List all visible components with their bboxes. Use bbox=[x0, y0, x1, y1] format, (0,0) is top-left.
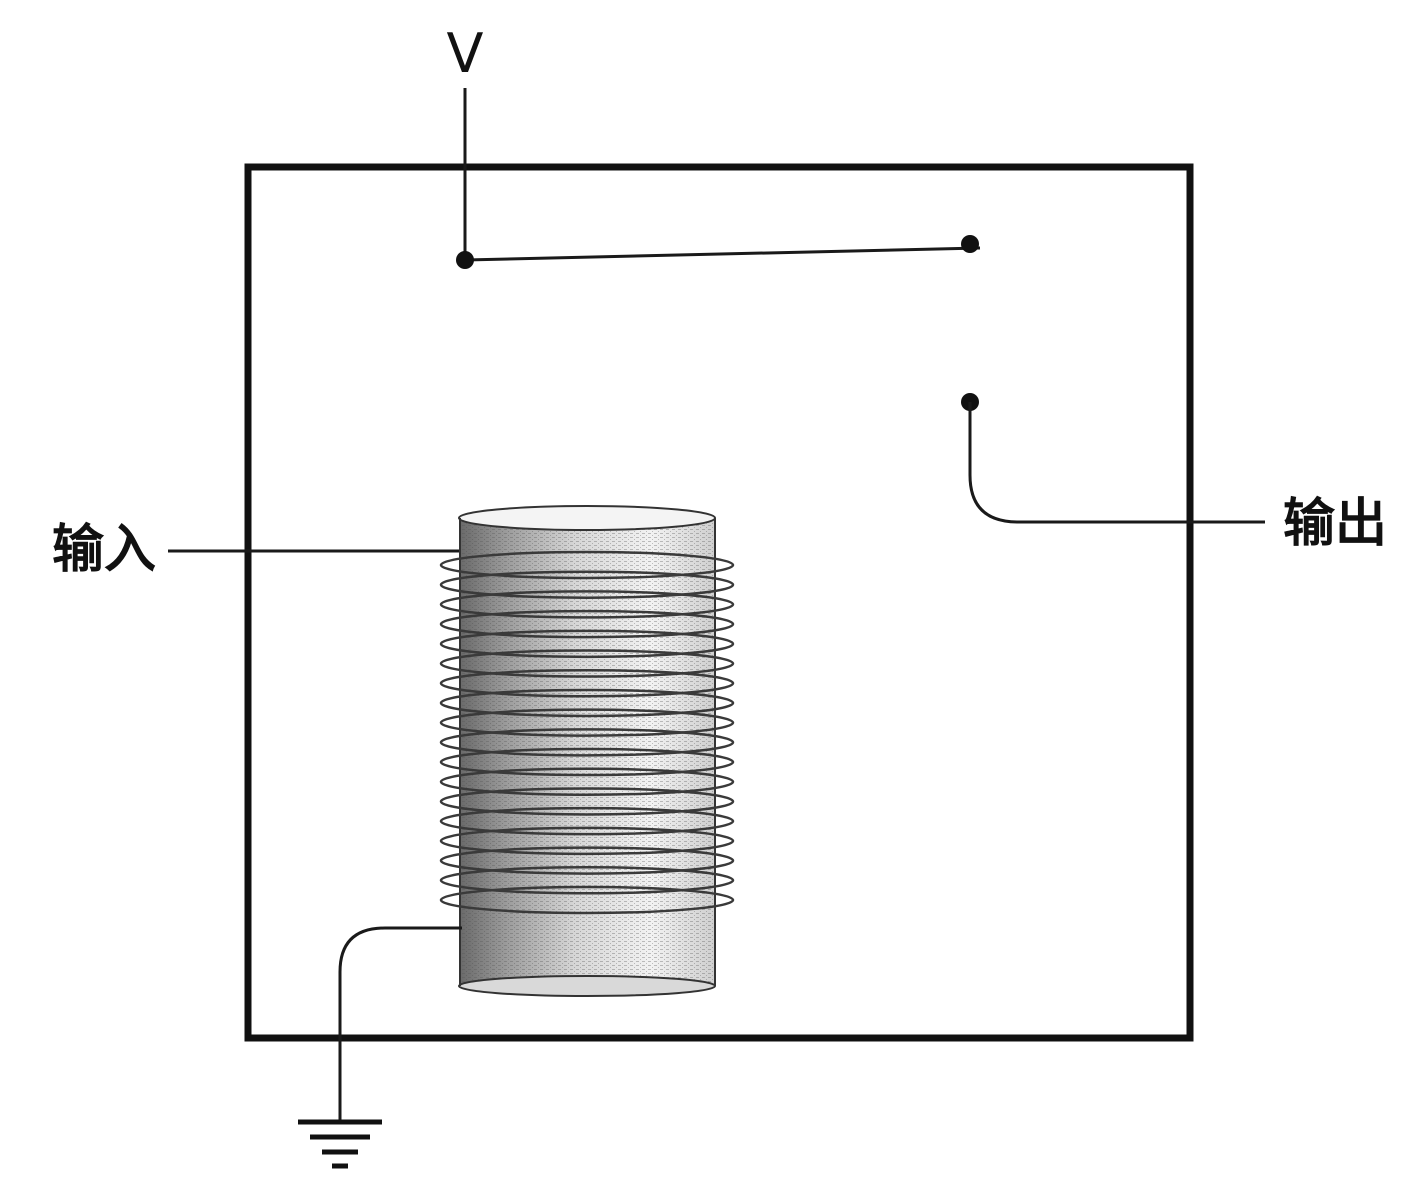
coil-turn bbox=[439, 550, 735, 580]
coil-turn bbox=[439, 885, 735, 915]
armature-contact bbox=[961, 235, 979, 253]
switch-armature bbox=[464, 246, 981, 262]
coil-turn bbox=[439, 609, 735, 639]
coil-turn bbox=[439, 866, 735, 895]
coil-turn bbox=[439, 826, 735, 856]
output-wire bbox=[968, 402, 1265, 524]
coil-turn bbox=[439, 747, 735, 777]
coil-turn bbox=[439, 590, 735, 619]
input-label: 输入 bbox=[52, 520, 156, 580]
supply-voltage-label: V bbox=[447, 22, 484, 85]
coil-winding bbox=[439, 550, 735, 915]
coil-turn bbox=[439, 570, 735, 599]
coil-turn bbox=[439, 806, 735, 836]
coil-turn bbox=[439, 629, 735, 659]
coil-turn bbox=[439, 787, 735, 816]
output-label: 输出 bbox=[1283, 494, 1387, 554]
ground-symbol bbox=[298, 1119, 382, 1169]
coil-turn bbox=[439, 688, 735, 718]
ground-wire bbox=[338, 926, 462, 1120]
coil-turn bbox=[439, 846, 735, 875]
coil-turn bbox=[439, 649, 735, 678]
coil-turn bbox=[439, 767, 735, 797]
coil-turn bbox=[439, 728, 735, 757]
coil-turn bbox=[439, 708, 735, 737]
relay-housing bbox=[244, 163, 1194, 1042]
coil-turn bbox=[439, 668, 735, 698]
pivot-contact bbox=[456, 251, 474, 269]
